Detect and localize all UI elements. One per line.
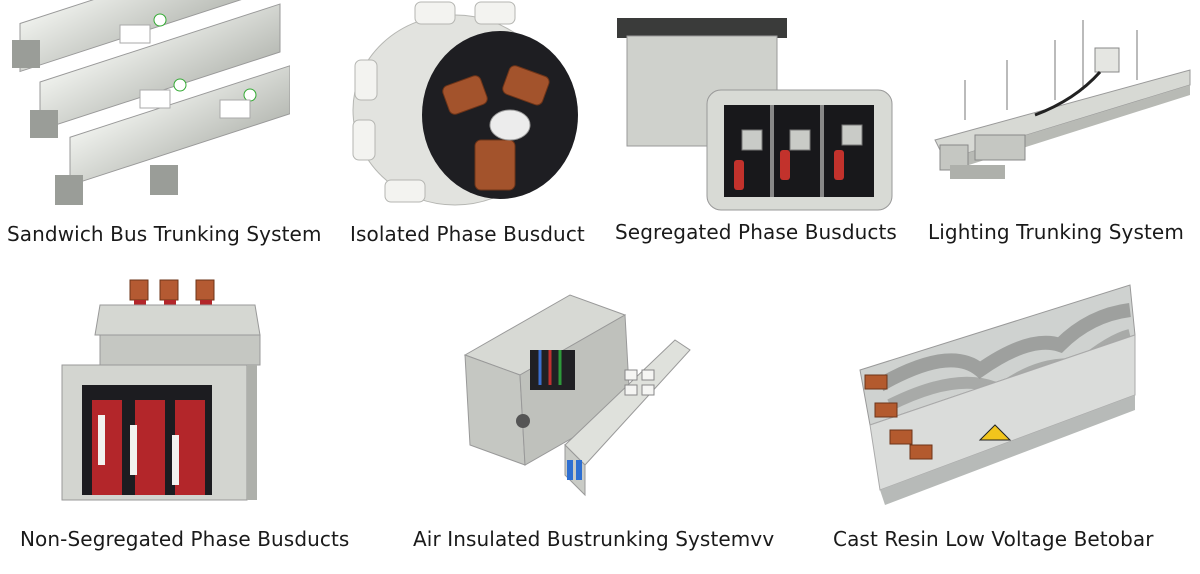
segregated-phase-busduct-image: [617, 18, 893, 211]
product-caption: Sandwich Bus Trunking System: [7, 222, 322, 246]
isolated-phase-busduct-image: [352, 1, 578, 206]
product-caption: Non-Segregated Phase Busducts: [20, 527, 350, 551]
lighting-trunking-image: [934, 20, 1191, 179]
product-caption: Air Insulated Bustrunking Systemvv: [413, 527, 775, 551]
product-caption: Cast Resin Low Voltage Betobar: [833, 527, 1154, 551]
product-tile-sandwich[interactable]: Sandwich Bus Trunking System: [0, 0, 330, 250]
product-caption: Segregated Phase Busducts: [615, 220, 897, 244]
product-caption: Isolated Phase Busduct: [350, 222, 585, 246]
air-insulated-bustrunking-image: [463, 294, 691, 497]
product-tile-airinsulated[interactable]: Air Insulated Bustrunking Systemvv: [405, 275, 815, 574]
non-segregated-busduct-image: [61, 279, 261, 501]
product-caption: Lighting Trunking System: [928, 220, 1184, 244]
sandwich-busbar-image: [12, 0, 290, 205]
product-tile-lighting[interactable]: Lighting Trunking System: [925, 0, 1200, 250]
cast-resin-betobar-image: [859, 284, 1136, 505]
product-tile-segregated[interactable]: Segregated Phase Busducts: [612, 0, 912, 250]
product-tile-nonsegregated[interactable]: Non-Segregated Phase Busducts: [0, 275, 380, 574]
product-tile-castresin[interactable]: Cast Resin Low Voltage Betobar: [830, 275, 1200, 574]
product-tile-isolated[interactable]: Isolated Phase Busduct: [345, 0, 595, 250]
